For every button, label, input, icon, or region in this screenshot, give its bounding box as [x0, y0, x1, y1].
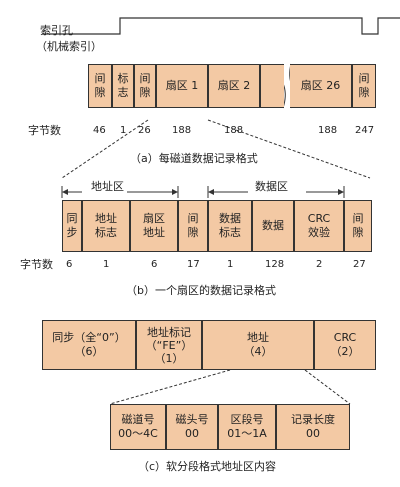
cell-line: 地址标记 — [147, 325, 191, 339]
index-hole-sublabel: （机械索引） — [36, 40, 102, 53]
track-cell-gap: 间隙 — [88, 64, 112, 108]
cell-label: 间隙 — [94, 72, 106, 99]
cell-line: 磁道号 — [121, 413, 155, 426]
sector-cell-data: 数据 — [252, 200, 294, 252]
address-area-label: 地址区 — [88, 180, 127, 193]
cell-label: 扇区 2 — [217, 79, 251, 92]
cell-line: 数据 — [262, 219, 284, 232]
caption-b: （b）一个扇区的数据记录格式 — [126, 284, 276, 297]
sector-cell-sector-address: 扇区地址 — [130, 200, 178, 252]
cell-line: 隙 — [352, 226, 364, 239]
byte-count: 188 — [224, 125, 244, 136]
soft-cell-sync: 同步（全“0”）（6） — [42, 320, 136, 370]
track-cell-mark: 标志 — [112, 64, 134, 108]
soft-cell-address: 地址（4） — [202, 320, 314, 370]
cell-line: 隙 — [187, 226, 199, 239]
cell-line: 效验 — [308, 226, 330, 239]
cell-line: 步 — [66, 226, 78, 239]
cell-label: 间隙 — [139, 72, 151, 99]
cell-line: （1） — [154, 351, 184, 365]
byte-count: 46 — [93, 125, 106, 136]
track-cell-sector-2-tail — [260, 64, 284, 108]
cell-line: 间 — [352, 212, 364, 225]
cell-line: CRC — [333, 331, 357, 344]
cell-line: 区段号 — [230, 413, 264, 426]
soft-cell-address-mark: 地址标记（“FE”）（1） — [136, 320, 202, 370]
caption-c: （c）软分段格式地址区内容 — [138, 460, 277, 473]
cell-label: 标志 — [117, 72, 129, 99]
index-hole-label: 索引孔 — [40, 24, 73, 37]
cell-line: 记录长度 — [291, 413, 335, 426]
bytes-label: 字节数 — [20, 258, 53, 271]
cell-line: 地址 — [95, 212, 117, 225]
byte-count: 27 — [353, 259, 366, 270]
cell-line: 扇区 — [143, 212, 165, 225]
cell-line: （6） — [74, 345, 104, 358]
soft-cell-crc: CRC（2） — [314, 320, 376, 370]
byte-count: 188 — [318, 125, 338, 136]
track-cell-gap: 间隙 — [134, 64, 156, 108]
caption-a: （a）每磁道数据记录格式 — [130, 152, 258, 165]
data-area-label: 数据区 — [252, 180, 291, 193]
cell-line: （2） — [330, 345, 360, 358]
cell-line: 00～4C — [118, 427, 158, 440]
byte-count: 1 — [103, 259, 110, 270]
track-cell-gap-end: 间隙 — [352, 64, 376, 108]
cell-line: 磁头号 — [175, 413, 209, 426]
cell-label: 间隙 — [358, 72, 370, 99]
cell-line: 标志 — [219, 226, 241, 239]
expand-line-right — [207, 119, 371, 179]
byte-count: 26 — [138, 125, 151, 136]
cell-line: 地址 — [143, 226, 165, 239]
cell-line: （“FE”） — [145, 338, 193, 352]
cell-line: 同 — [66, 212, 78, 225]
track-cell-sector-1: 扇区 1 — [156, 64, 208, 108]
cell-label: 扇区 26 — [300, 79, 341, 92]
cell-line: 间 — [187, 212, 199, 225]
sector-cell-gap-end: 间隙 — [344, 200, 372, 252]
byte-count: 2 — [316, 259, 323, 270]
track-cell-sector-26: 扇区 26 — [290, 64, 352, 108]
byte-count: 128 — [265, 259, 285, 270]
sector-cell-data-mark: 数据标志 — [208, 200, 252, 252]
byte-count: 1 — [227, 259, 234, 270]
cell-line: 同步（全“0”） — [52, 331, 126, 344]
byte-count: 247 — [355, 125, 375, 136]
index-pulse-signal — [42, 17, 400, 35]
byte-count: 6 — [151, 259, 158, 270]
cell-line: 数据 — [219, 212, 241, 225]
cell-line: CRC — [307, 212, 331, 225]
byte-count: 17 — [187, 259, 200, 270]
expand-line-left — [61, 119, 149, 179]
bytes-label: 字节数 — [28, 124, 61, 137]
cell-line: 01～1A — [227, 427, 267, 440]
cell-line: （4） — [243, 345, 273, 358]
track-cell-sector-2: 扇区 2 — [208, 64, 260, 108]
cell-line: 标志 — [95, 226, 117, 239]
cell-line: 地址 — [247, 331, 269, 344]
sector-cell-address-mark: 地址标志 — [82, 200, 130, 252]
byte-count: 6 — [66, 259, 73, 270]
cell-label: 扇区 1 — [165, 79, 199, 92]
sector-cell-gap: 间隙 — [178, 200, 208, 252]
byte-count: 1 — [120, 125, 127, 136]
cell-line: 00 — [306, 427, 320, 440]
cell-line: 00 — [185, 427, 199, 440]
byte-count: 188 — [172, 125, 192, 136]
sector-cell-sync: 同步 — [62, 200, 82, 252]
